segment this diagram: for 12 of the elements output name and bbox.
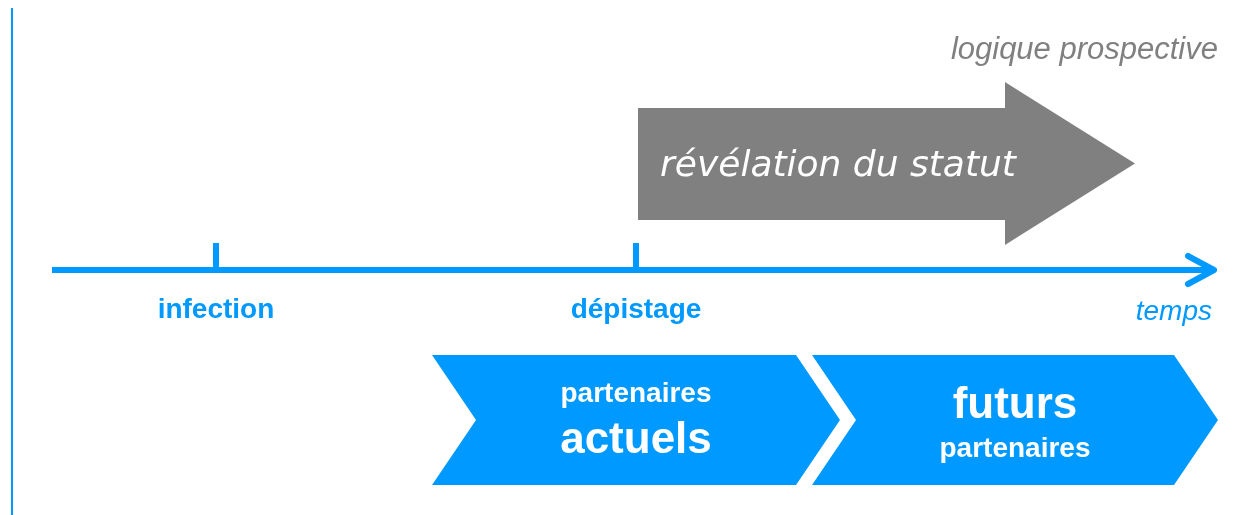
- timeline-label: temps: [1135, 294, 1212, 328]
- chevron-label: actuels: [560, 412, 712, 464]
- block-arrow: [638, 82, 1135, 245]
- chevron-shape: [432, 355, 840, 485]
- chevron-label: partenaires: [939, 431, 1091, 465]
- timeline-label: infection: [156, 292, 276, 326]
- chevron-shape: [812, 355, 1218, 485]
- timeline-label: dépistage: [569, 292, 703, 326]
- chevron-label: partenaires: [560, 376, 712, 410]
- arrow-label: révélation du statut: [660, 142, 1016, 186]
- chevron-label: futurs: [952, 377, 1078, 429]
- annotation-text: logique prospective: [950, 30, 1218, 68]
